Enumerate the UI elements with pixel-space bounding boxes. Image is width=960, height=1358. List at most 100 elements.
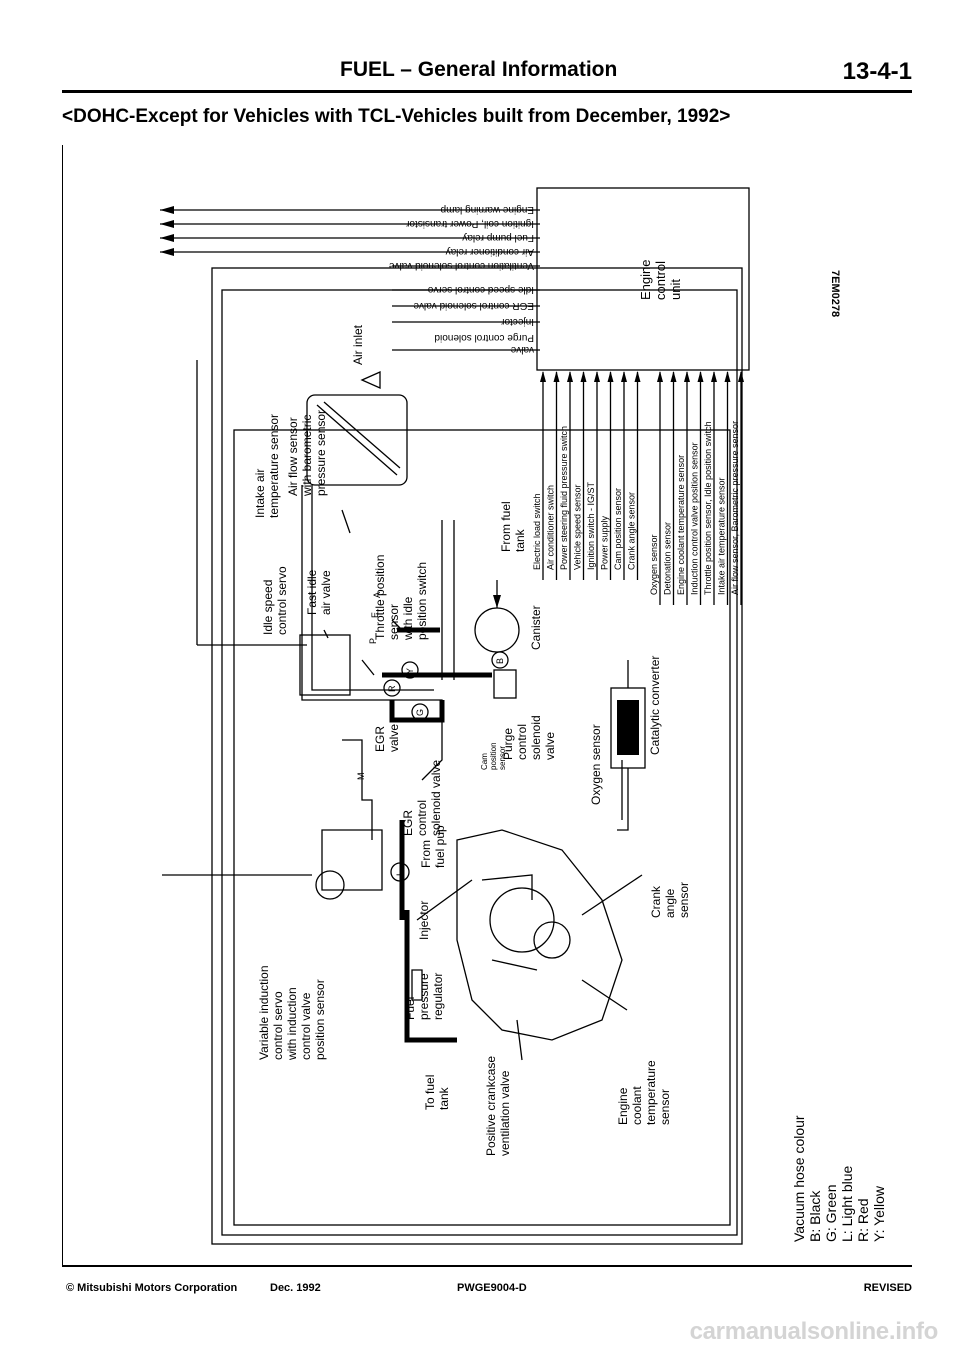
input-arrowhead (711, 371, 717, 382)
oxygen-label: Oxygen sensor (589, 724, 603, 805)
egr-valve-label: EGRvalve (373, 724, 401, 752)
from-fuel-tank-label: From fueltank (499, 501, 527, 552)
purge-label: Purgecontrolsolenoidvalve (501, 715, 557, 760)
input-label: Power steering fluid pressure switch (559, 426, 569, 570)
input-label: Oxygen sensor (649, 534, 659, 595)
crank-angle-label: Crankanglesensor (649, 882, 691, 918)
ecu-box (536, 187, 750, 371)
header-rule (62, 90, 912, 93)
idle-speed-label: Idle speedcontrol servo (261, 566, 289, 635)
port-e: E (370, 612, 380, 618)
port-y: Y (405, 668, 415, 674)
input-arrowhead (657, 371, 663, 382)
pcv-label: Positive crankcaseventilation valve (484, 1056, 512, 1156)
vacuum-hose-legend: Vacuum hose colour B: Black G: Green L: … (791, 1112, 887, 1242)
harness-frame-inner (233, 429, 731, 1226)
footer-rule (62, 1265, 912, 1267)
intake-air-label: Intake airtemperature sensor (253, 414, 281, 518)
input-label: Air conditioner switch (546, 485, 556, 570)
port-m: M (356, 773, 366, 781)
injector-label: Injector (417, 901, 431, 940)
air-flow-sensor-drawing (306, 370, 408, 486)
fuel-system-diagram: Engine control unit 7EM0278 Engine warni… (160, 187, 887, 1245)
hose-ports (383, 651, 509, 882)
canister-drawing (474, 580, 520, 699)
input-arrowhead (634, 371, 641, 382)
fuel-regulator-label: Fuelpressureregulator (403, 973, 445, 1020)
port-a: A (372, 592, 382, 598)
input-label: Vehicle speed sensor (573, 484, 583, 570)
input-label: Engine coolant temperature sensor (676, 455, 686, 595)
canister-label: Canister (529, 605, 543, 650)
output-label: Ventilation control solenoid valve (388, 260, 534, 271)
input-label: Power supply (600, 515, 610, 570)
input-label: Induction control valve position sensor (690, 442, 700, 595)
input-label: Ignition switch - IG/ST (586, 481, 596, 570)
port-g: G (415, 709, 425, 716)
component-labels: Intake airtemperature sensor Air flow se… (253, 324, 691, 1156)
input-arrowhead (567, 371, 573, 382)
footer-date: Dec. 1992 (270, 1282, 321, 1294)
egr-control-label: EGRcontrolsolenoid valve (401, 760, 443, 836)
output-label: EGR control solenoid valve (413, 300, 534, 311)
input-label: Air flow sensor, Barometric pressure sen… (730, 421, 740, 595)
leader-lines (323, 509, 643, 1061)
variable-induction-label: Variable inductioncontrol servowith indu… (257, 965, 327, 1061)
input-arrowhead (724, 371, 731, 382)
watermark: carmanualsonline.info (689, 1318, 939, 1345)
page-number: 13-4-1 (842, 58, 912, 85)
input-label: Electric load switch (532, 493, 542, 570)
input-arrowhead (553, 371, 560, 382)
input-arrowhead (621, 371, 627, 382)
port-l: L (395, 871, 405, 876)
output-label: Fuel pump relay (462, 232, 534, 243)
input-label: Crank angle sensor (627, 492, 637, 570)
footer-corporation: © Mitsubishi Motors Corporation (66, 1282, 238, 1294)
output-label: Ignition coil, Power transistor (405, 218, 534, 229)
input-arrowhead (594, 371, 600, 382)
input-arrowhead (580, 371, 587, 382)
air-inlet-label: Air inlet (351, 324, 365, 365)
input-arrowhead (684, 371, 690, 382)
ecu-label: Engine control unit (638, 256, 683, 300)
from-fuel-pump-label: Fromfuel pup (419, 825, 447, 868)
input-arrowhead (670, 371, 677, 382)
input-label: Intake air temperature sensor (717, 477, 727, 595)
input-arrowhead (607, 371, 614, 382)
output-label: Engine warning lamp (440, 204, 534, 215)
port-b: B (495, 658, 505, 664)
section-subtitle: <DOHC-Except for Vehicles with TCL-Vehic… (62, 106, 731, 127)
coolant-label: Enginecoolanttemperaturesensor (616, 1060, 672, 1125)
input-arrowhead (738, 371, 744, 382)
input-arrowhead (540, 371, 546, 382)
output-arrows (160, 206, 540, 351)
input-labels: Electric load switch Air conditioner swit… (532, 421, 740, 595)
air-flow-label: Air flow sensorwith barometricpressure s… (286, 410, 328, 497)
throttle-label: Throttle positionsensorwith idleposition… (373, 555, 429, 641)
port-letters: P E A M R Y G B L (356, 592, 505, 876)
catalytic-label: Catalytic converter (648, 656, 662, 755)
to-fuel-tank-label: To fueltank (423, 1075, 451, 1110)
input-label: Cam position sensor (613, 488, 623, 570)
input-label: Detonation sensor (663, 522, 673, 595)
margin-line (62, 145, 63, 1265)
port-p: P (368, 638, 378, 644)
harness-frame-outer (211, 267, 743, 1245)
page-title: FUEL – General Information (340, 58, 618, 81)
footer-code: PWGE9004-D (457, 1282, 527, 1294)
catalytic-converter-drawing (610, 660, 646, 831)
figure-code: 7EM0278 (829, 270, 841, 317)
engine-drawing (315, 829, 623, 1041)
output-label: Idle speed control servo (427, 284, 534, 295)
output-label: Purge control solenoid (434, 332, 534, 343)
output-label: valve (510, 344, 534, 355)
input-arrows (540, 371, 744, 605)
fast-idle-label: Fast idleair valve (305, 569, 333, 615)
output-label: Air conditioner relay (446, 246, 534, 257)
port-r: R (387, 685, 397, 692)
intake-plumbing (299, 485, 455, 840)
footer-status: REVISED (863, 1282, 912, 1294)
cam-sensor-label: Campositionsensor (480, 742, 507, 770)
output-label: Injector (501, 316, 534, 327)
